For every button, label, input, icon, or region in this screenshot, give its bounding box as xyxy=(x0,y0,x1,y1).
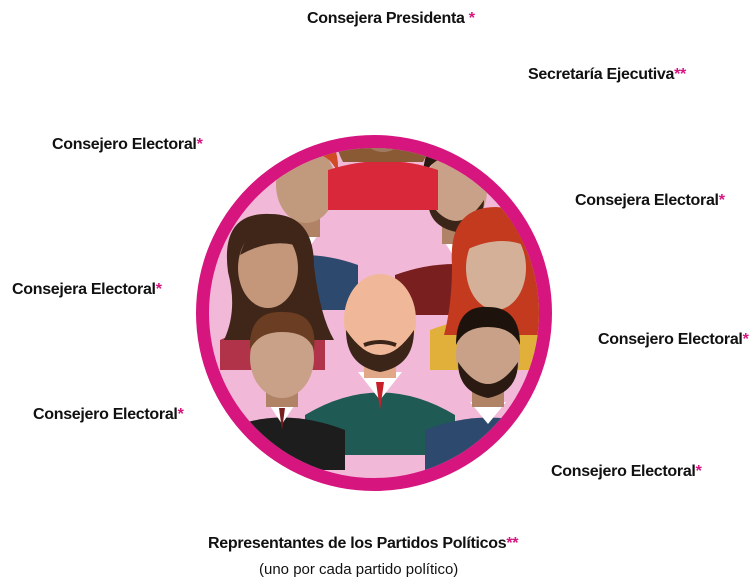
asterisk-mark: ** xyxy=(674,66,686,83)
asterisk-mark: * xyxy=(155,281,162,298)
asterisk-mark: * xyxy=(718,192,725,209)
label-text: Consejera Electoral xyxy=(575,192,719,209)
label-consejero-electoral-right-2: Consejero Electoral* xyxy=(598,331,749,349)
label-text: Consejero Electoral xyxy=(551,463,696,480)
woman-brown-hair-icon xyxy=(328,148,438,210)
man-bald-beard-icon xyxy=(305,274,455,455)
woman-long-hair-icon xyxy=(220,213,334,370)
asterisk-mark: * xyxy=(742,331,749,348)
asterisk-mark: * xyxy=(468,10,475,27)
label-text: Consejero Electoral xyxy=(33,406,178,423)
label-consejera-presidenta: Consejera Presidenta * xyxy=(307,10,475,28)
label-text: Secretaría Ejecutiva xyxy=(528,66,675,83)
asterisk-mark: * xyxy=(695,463,702,480)
label-secretaria-ejecutiva: Secretaría Ejecutiva** xyxy=(528,66,686,84)
label-text: Consejera Presidenta xyxy=(307,10,465,27)
label-text: Consejera Electoral xyxy=(12,281,156,298)
label-text: Consejero Electoral xyxy=(52,136,197,153)
asterisk-mark: * xyxy=(177,406,184,423)
asterisk-mark: * xyxy=(196,136,203,153)
label-consejera-electoral-left: Consejera Electoral* xyxy=(12,281,162,299)
label-text: Consejero Electoral xyxy=(598,331,743,348)
asterisk-mark: ** xyxy=(506,535,519,552)
label-consejero-electoral-bottom-left: Consejero Electoral* xyxy=(33,406,184,424)
label-text: Representantes de los Partidos Políticos xyxy=(208,535,507,552)
label-consejero-electoral-top-left: Consejero Electoral* xyxy=(52,136,203,154)
label-representantes-partidos: Representantes de los Partidos Políticos… xyxy=(208,535,518,553)
label-representantes-subtitle: (uno por cada partido político) xyxy=(259,561,459,578)
label-consejera-electoral-right-1: Consejera Electoral* xyxy=(575,192,725,210)
label-consejero-electoral-bottom-right: Consejero Electoral* xyxy=(551,463,702,481)
